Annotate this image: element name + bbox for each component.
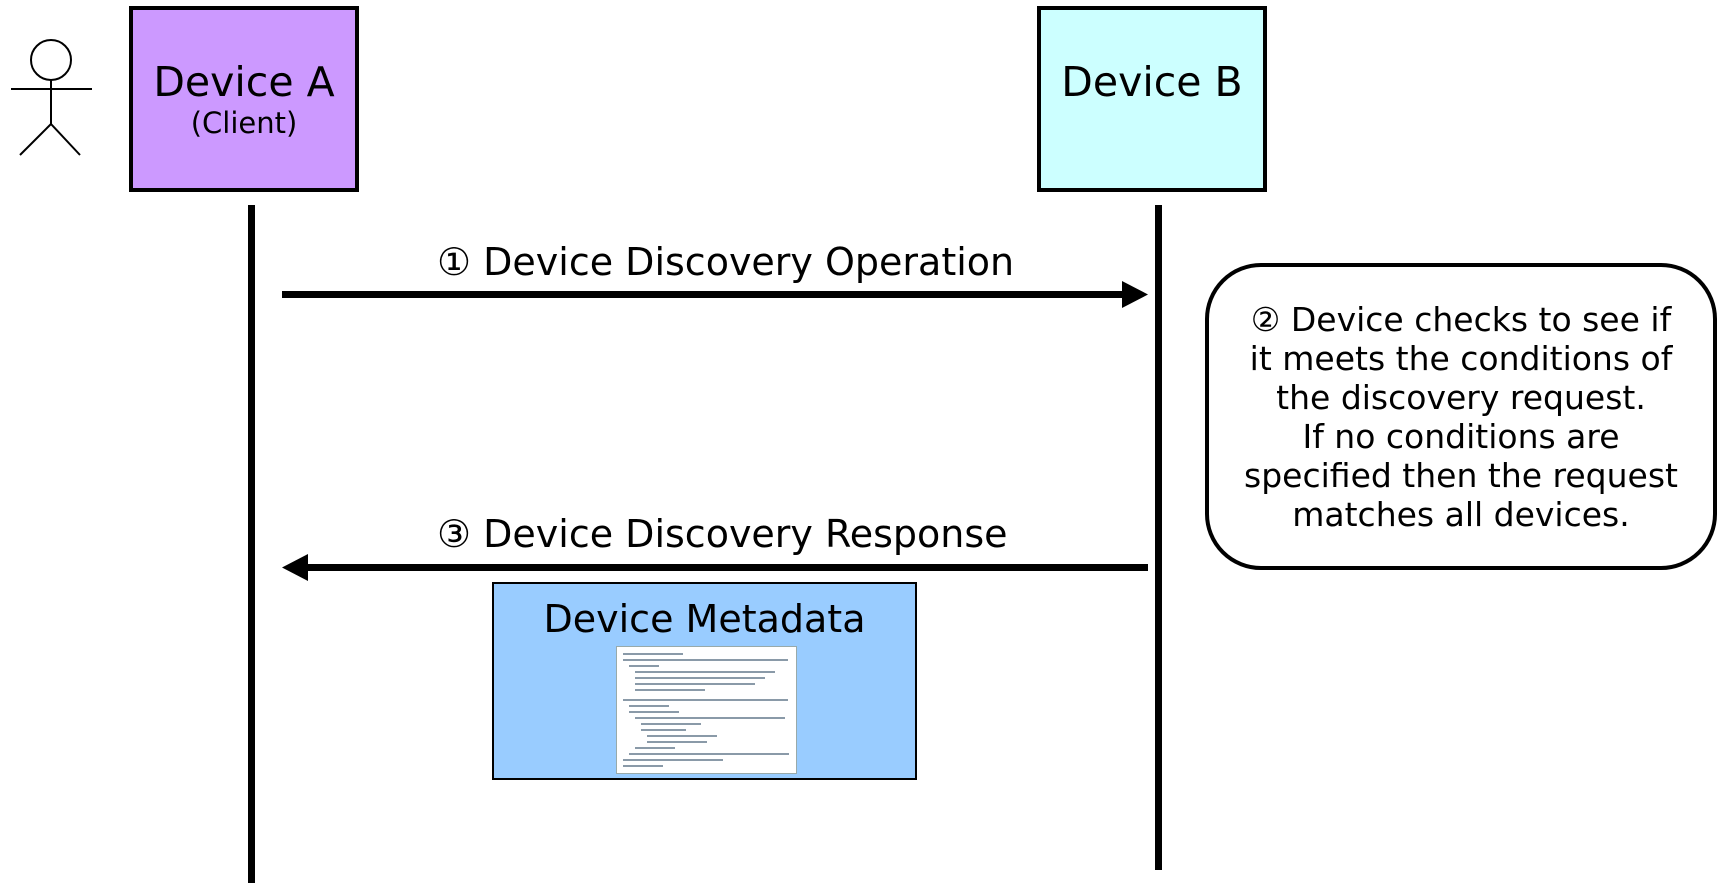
note-line: matches all devices. (1292, 494, 1630, 534)
note-line: the discovery request. (1276, 377, 1646, 417)
note-line: ② Device checks to see if (1250, 299, 1672, 339)
xml-document-thumbnail (616, 646, 797, 774)
note-line: it meets the conditions of (1249, 338, 1673, 378)
actor-icon (11, 39, 92, 156)
note-text: ② Device checks to see if it meets the c… (1216, 300, 1706, 534)
arrow-response (282, 554, 1148, 581)
participant-device-a: Device A (Client) (129, 6, 359, 192)
note-line: If no conditions are (1302, 416, 1620, 456)
arrow-request (282, 281, 1148, 308)
note-line: specified then the request (1244, 455, 1678, 495)
message-discovery-operation: ① Device Discovery Operation (437, 240, 1015, 284)
lifeline-device-b (1155, 205, 1162, 870)
device-b-title: Device B (1061, 58, 1243, 106)
device-a-title: Device A (153, 58, 335, 106)
note-callout: ② Device checks to see if it meets the c… (1205, 263, 1717, 570)
device-metadata-title: Device Metadata (543, 597, 866, 641)
message-discovery-response: ③ Device Discovery Response (437, 512, 1008, 556)
device-metadata-box: Device Metadata (492, 582, 917, 780)
participant-device-b: Device B (1037, 6, 1267, 192)
lifeline-device-a (248, 205, 255, 883)
device-a-subtitle: (Client) (190, 106, 298, 140)
